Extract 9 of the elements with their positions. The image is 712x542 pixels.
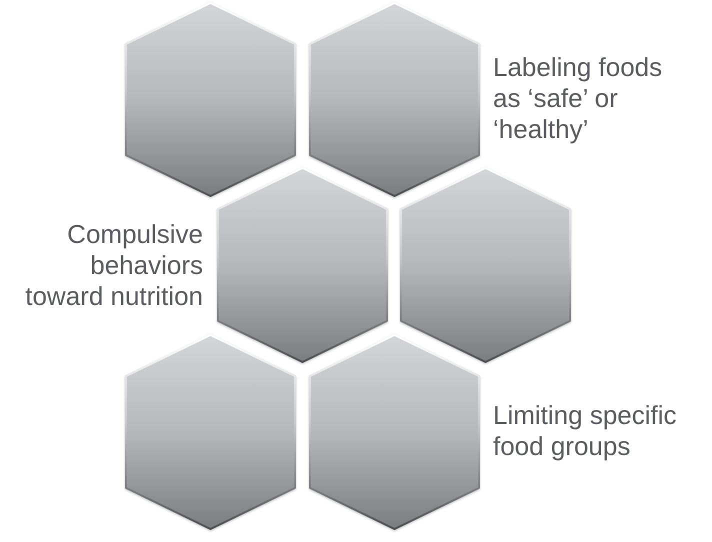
hexagon xyxy=(125,334,296,530)
hexagon xyxy=(125,2,296,197)
side-label: Compulsive behaviors toward nutrition xyxy=(24,219,203,312)
side-label: Labeling foods as ‘safe’ or ‘healthy’ xyxy=(493,52,664,145)
hexagon xyxy=(217,167,388,363)
hexagon xyxy=(400,167,571,363)
hexagon xyxy=(309,334,480,530)
side-label: Limiting specific food groups xyxy=(493,400,678,462)
hexagon xyxy=(309,2,480,197)
